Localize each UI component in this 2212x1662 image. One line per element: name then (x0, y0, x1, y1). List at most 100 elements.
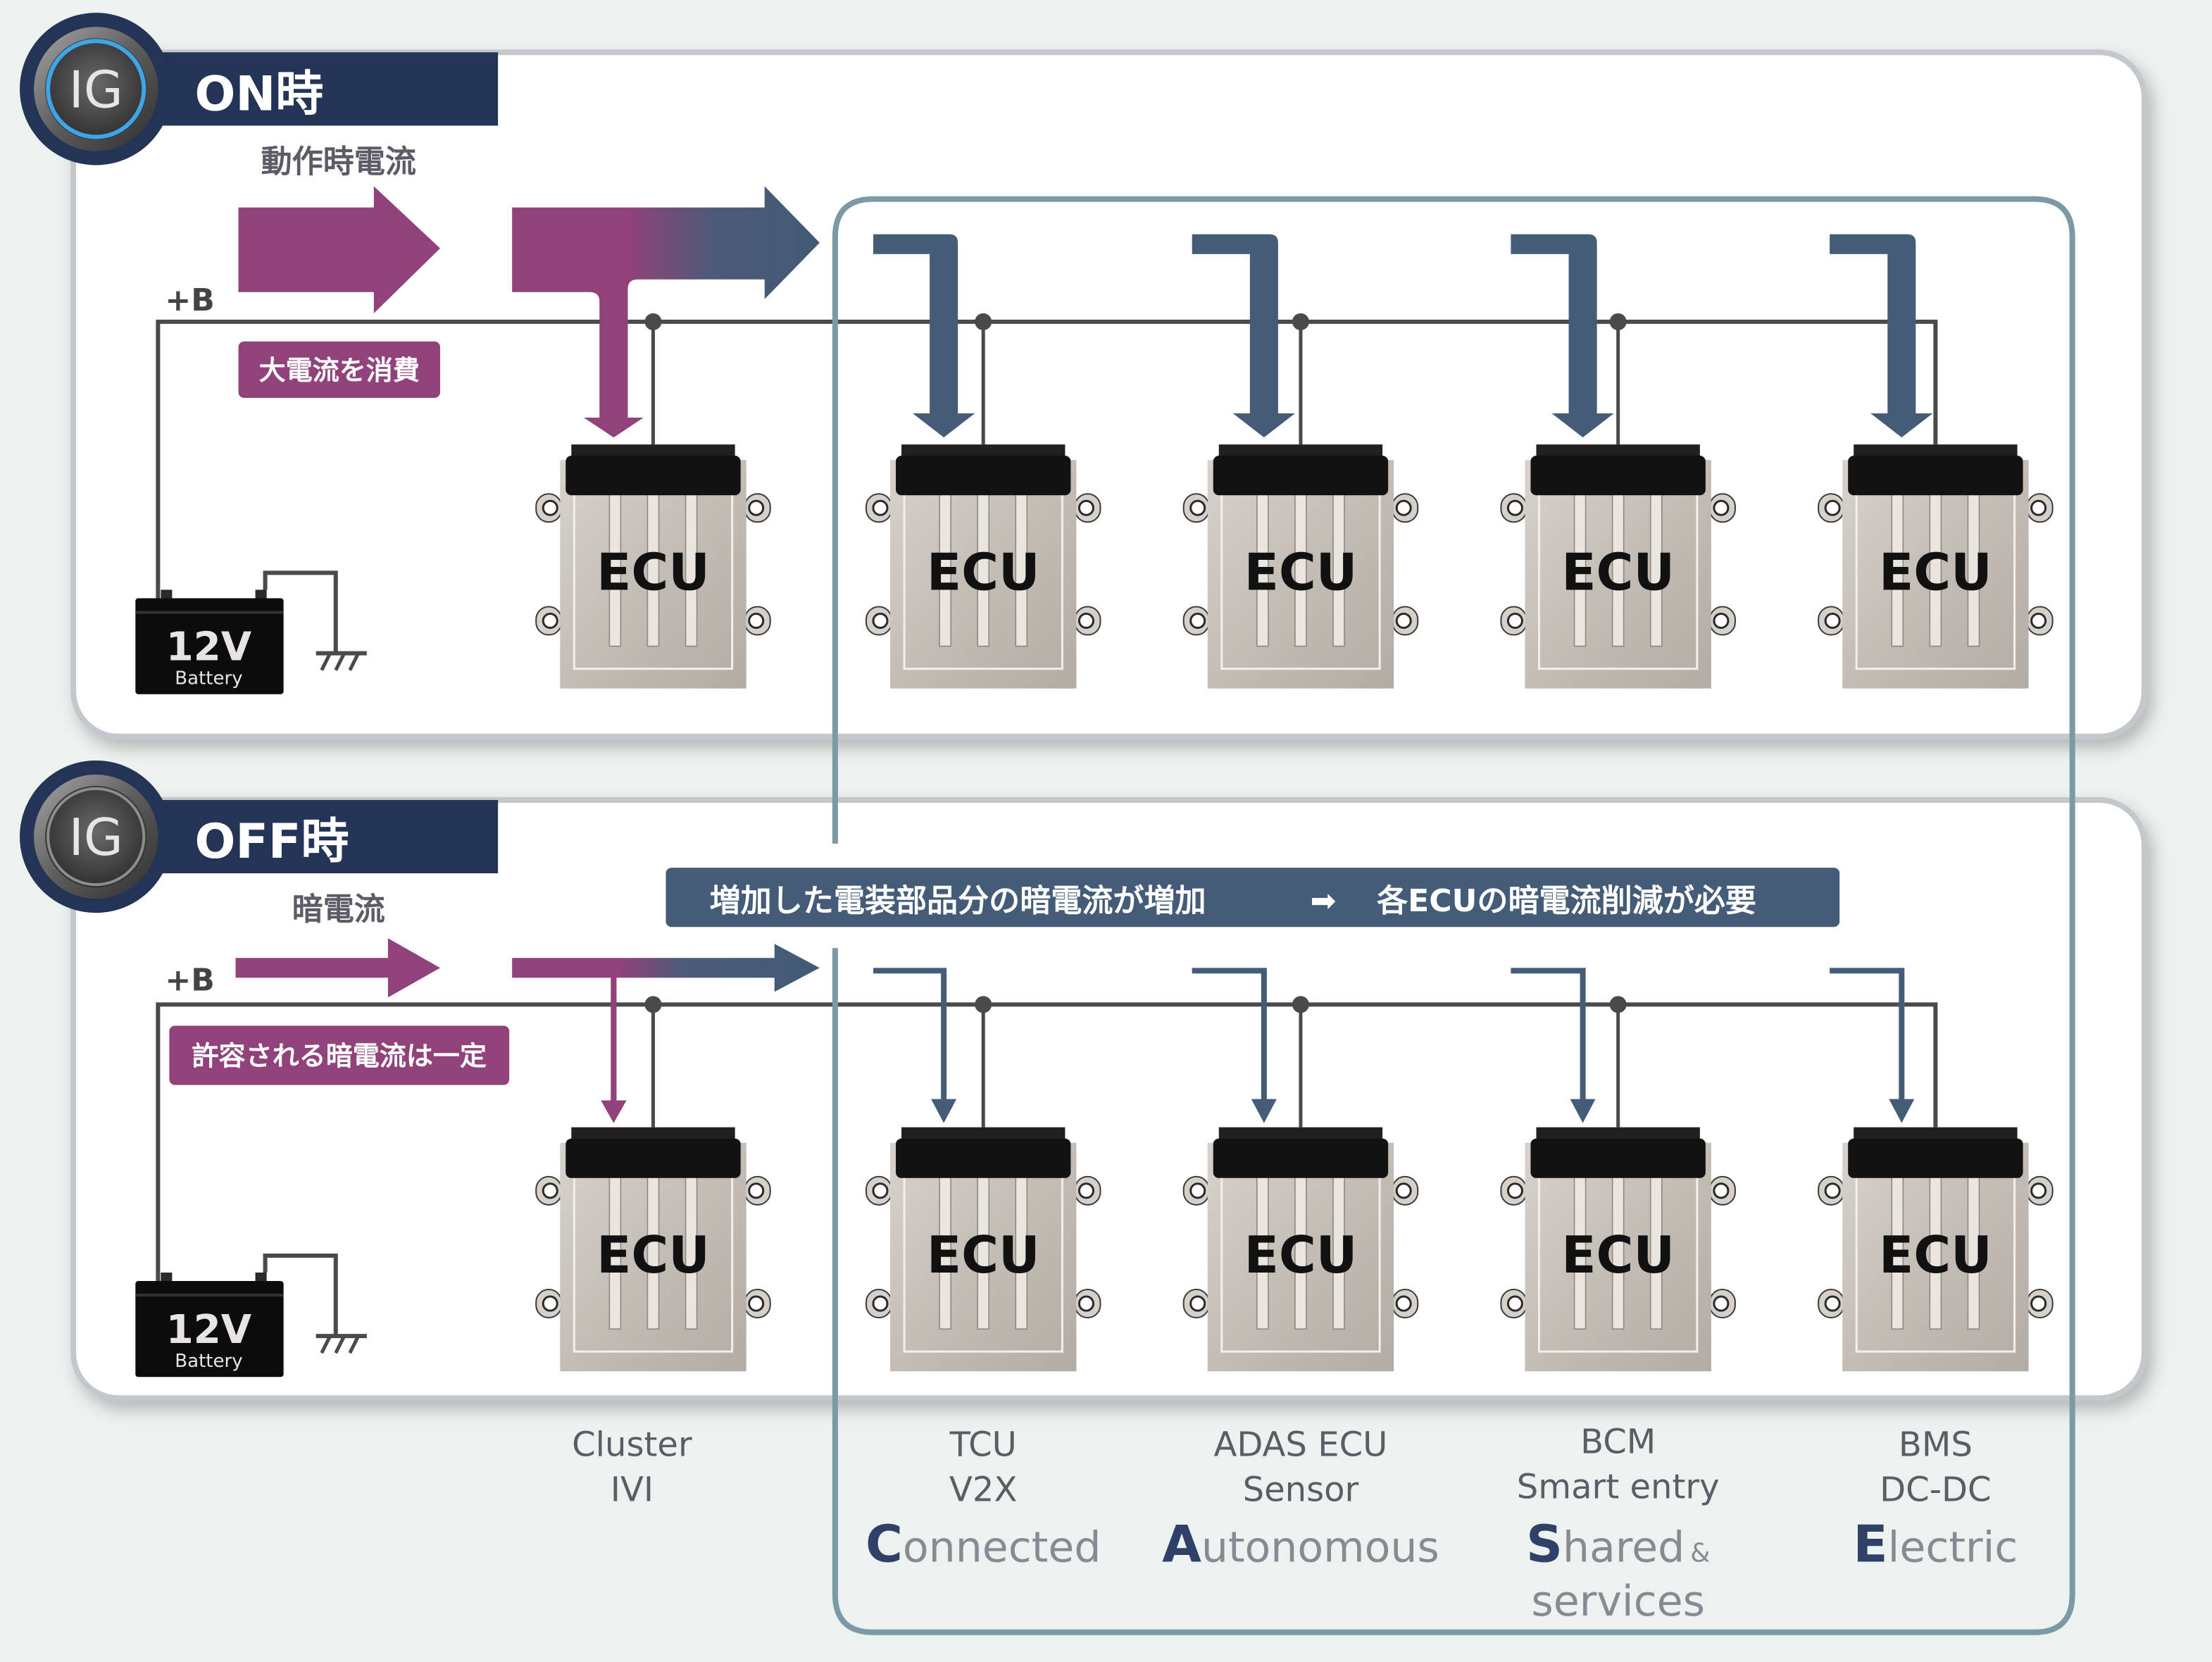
mounting-hole (1395, 1295, 1412, 1312)
ecu-module: ECU (1500, 1127, 1736, 1372)
mounting-hole (1395, 613, 1412, 630)
mounting-hole (1824, 499, 1841, 516)
current-label: 暗電流 (292, 892, 385, 927)
ground-wire (263, 1253, 338, 1337)
current-flow-arrow (235, 938, 440, 998)
ecu-label: ECU (1244, 543, 1358, 602)
new-ecu-group-outline (832, 196, 2075, 1635)
ground-icon (315, 651, 367, 671)
ecu-current-arrow (1511, 968, 1596, 1123)
ground-icon (315, 1334, 367, 1354)
case-category-rest: utonomous (1201, 1523, 1439, 1573)
battery-body (135, 1281, 284, 1377)
case-category-label: Autonomous (1162, 1516, 1439, 1575)
ecu-connector (1848, 456, 2023, 496)
connector-top (1218, 1127, 1383, 1142)
ecu-current-arrow (1830, 968, 1915, 1123)
banner-right-text: 各ECUの暗電流削減が必要 (1377, 883, 1756, 919)
connector-top (571, 1127, 735, 1142)
banner-arrow-icon: ➡ (1311, 883, 1337, 919)
ecu-module: ECU (1182, 1127, 1419, 1372)
connector-top (1536, 444, 1700, 459)
battery-label: Battery (175, 1351, 242, 1372)
mounting-hole (872, 1182, 889, 1199)
cluster-current-arrow (584, 292, 644, 438)
ecu-current-arrow (873, 234, 975, 438)
mounting-hole (1189, 1295, 1206, 1312)
ig-off-button-icon: IG (20, 760, 173, 913)
ecu-label: ECU (596, 1226, 710, 1285)
ecu-module: ECU (535, 444, 771, 689)
mounting-hole (2030, 1182, 2047, 1199)
branching-current-arrow (512, 186, 820, 438)
mounting-hole (748, 1182, 765, 1199)
case-category-label: Shared& (1526, 1516, 1710, 1575)
ecu-name-line: Smart entry (1517, 1468, 1720, 1507)
ecu-name-line: BCM (1580, 1422, 1656, 1461)
bus-wire (156, 1002, 1938, 1287)
banner-left-text: 増加した電装部品分の暗電流が増加 (710, 883, 1206, 919)
mounting-hole (2030, 1295, 2047, 1312)
mounting-hole (1395, 1182, 1412, 1199)
consumption-badge (238, 341, 440, 399)
case-category-rest: onnected (903, 1523, 1101, 1573)
connector-top (571, 444, 735, 459)
connector-top (1854, 444, 2018, 459)
dark-current-banner: 増加した電装部品分の暗電流が増加 ➡ 各ECUの暗電流削減が必要 (666, 868, 1840, 927)
connector-top (1218, 444, 1383, 459)
mounting-hole (1189, 499, 1206, 516)
battery-voltage: 12V (166, 625, 252, 670)
case-category-initial: A (1162, 1516, 1201, 1575)
mounting-hole (872, 613, 889, 630)
battery-body (135, 598, 284, 694)
mounting-hole (1506, 499, 1523, 516)
mounting-hole (1713, 613, 1730, 630)
connector-top (901, 444, 1066, 459)
mounting-hole (1713, 1295, 1730, 1312)
ecu-name-line: Sensor (1243, 1470, 1359, 1510)
ecu-connector (1848, 1138, 2023, 1178)
mounting-hole (2030, 499, 2047, 516)
ecu-module: ECU (1818, 1127, 2054, 1372)
current-label: 動作時電流 (261, 144, 416, 180)
ecu-current-arrow (1192, 234, 1295, 438)
case-category-rest: hared (1563, 1523, 1685, 1573)
mounting-hole (872, 1295, 889, 1312)
mounting-hole (1189, 613, 1206, 630)
ig-on-button-icon: IG (20, 13, 173, 165)
ecu-name-line: TCU (949, 1425, 1017, 1464)
case-category-extra: services (1531, 1577, 1705, 1626)
mounting-hole (1824, 1295, 1841, 1312)
ecu-connector (566, 456, 741, 496)
ecu-module: ECU (1818, 444, 2054, 689)
mounting-hole (1713, 1182, 1730, 1199)
mounting-hole (748, 613, 765, 630)
ecu-name-line: DC-DC (1880, 1470, 1991, 1510)
mounting-hole (542, 1182, 558, 1199)
mounting-hole (1506, 613, 1523, 630)
ecu-current-arrow (1511, 234, 1614, 438)
ecu-current-arrow (873, 968, 957, 1123)
plus-b-label: +B (165, 282, 215, 318)
mounting-hole (872, 499, 889, 516)
connector-top (901, 1127, 1066, 1142)
ecu-label: ECU (1561, 1226, 1675, 1285)
current-flow-arrow (238, 186, 440, 313)
ecu-connector (566, 1138, 741, 1178)
section-title: OFF時 (194, 814, 349, 870)
ecu-name-line: BMS (1899, 1425, 1973, 1464)
mounting-hole (542, 1295, 558, 1312)
ecu-module: ECU (865, 444, 1101, 689)
ecu-label: ECU (1879, 543, 1992, 602)
case-category-initial: S (1526, 1516, 1563, 1575)
mounting-hole (1077, 499, 1094, 516)
